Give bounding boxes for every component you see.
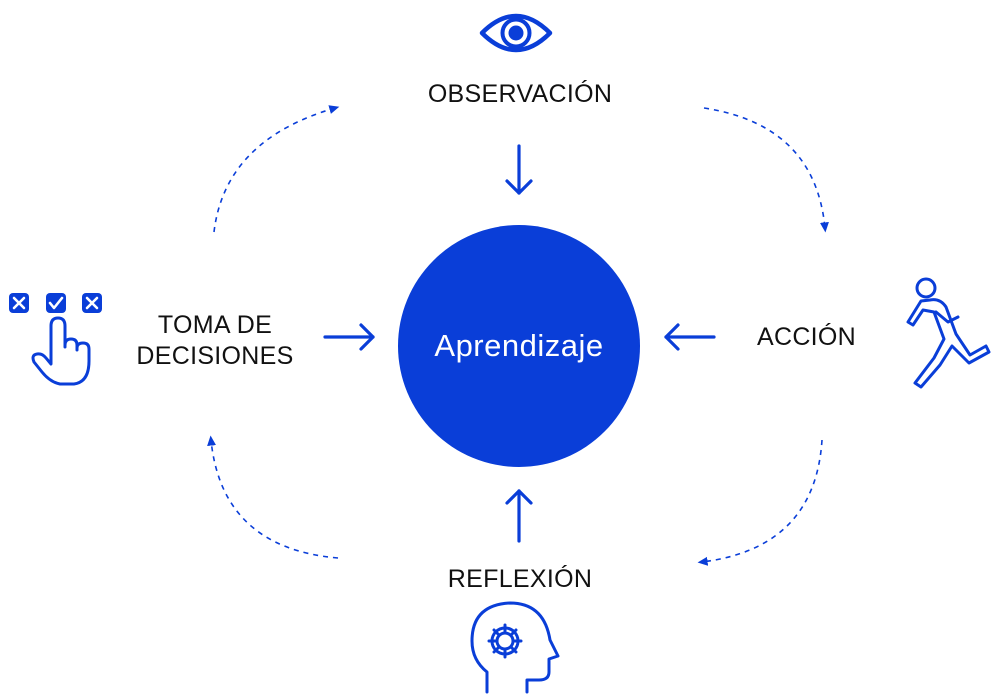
dashed-arc-top-right [703,107,829,233]
dashed-arc-bottom-left [207,435,339,559]
center-circle: Aprendizaje [398,225,640,467]
toma-de-decisiones-line1: TOMA DE [157,311,273,339]
accion-label: ACCIÓN [757,323,857,351]
arrow-from-reflexion [505,489,533,543]
eye-icon [479,13,553,53]
reflexion-label: REFLEXIÓN [447,565,593,593]
toma-de-decisiones-line2: DECISIONES [136,342,294,370]
dashed-arc-top-left [213,105,340,233]
observacion-label: OBSERVACIÓN [427,80,613,108]
toma-de-decisiones-label: TOMA DE DECISIONES [110,310,320,372]
arrow-from-accion [664,323,716,351]
dashed-arc-bottom-right [697,439,823,566]
arrow-from-observacion [505,144,533,195]
running-person-icon [906,277,991,389]
hand-checkbox-icon [9,293,102,386]
arrow-from-toma [323,323,375,351]
head-gear-icon [470,601,560,694]
center-label: Aprendizaje [434,328,604,363]
